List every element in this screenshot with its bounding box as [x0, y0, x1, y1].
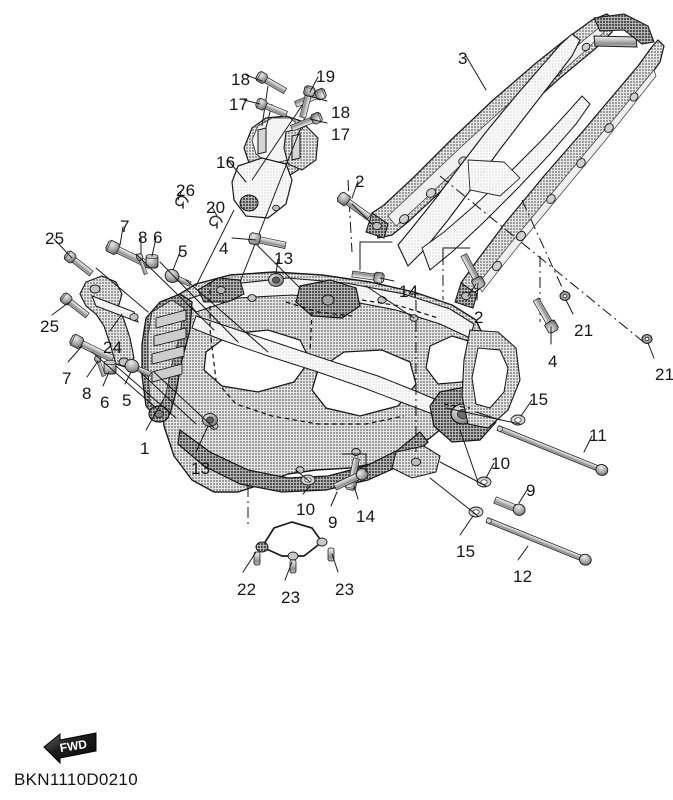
center-alignment-lines — [247, 175, 647, 528]
callout-11[interactable]: 11 — [589, 426, 608, 445]
callout-25a[interactable]: 25 — [45, 229, 65, 248]
wire-harness-guide-fittings — [253, 537, 335, 574]
callout-6b[interactable]: 6 — [100, 393, 110, 412]
callout-14b[interactable]: 14 — [356, 507, 376, 526]
callout-4b[interactable]: 4 — [548, 352, 558, 371]
leader-lines — [51, 55, 655, 581]
callout-10a[interactable]: 10 — [296, 500, 316, 519]
wire-harness-guide-artwork — [261, 521, 323, 557]
callout-2a[interactable]: 2 — [355, 172, 365, 191]
callout-12[interactable]: 12 — [513, 567, 533, 586]
callout-15a[interactable]: 15 — [529, 390, 549, 409]
hidden-edge-lines — [209, 282, 471, 425]
rear-subframe-artwork — [365, 13, 665, 309]
callout-26[interactable]: 26 — [176, 181, 196, 200]
callout-5b[interactable]: 5 — [122, 391, 132, 410]
callout-21a[interactable]: 21 — [574, 321, 594, 340]
callout-17a[interactable]: 17 — [229, 95, 249, 114]
callout-7b[interactable]: 7 — [62, 369, 72, 388]
callout-15b[interactable]: 15 — [456, 542, 476, 561]
fwd-direction-badge: FWD — [40, 729, 102, 765]
callout-10b[interactable]: 10 — [491, 454, 511, 473]
callout-25b[interactable]: 25 — [40, 317, 60, 336]
callout-13a[interactable]: 13 — [274, 249, 294, 268]
callout-18a[interactable]: 18 — [231, 70, 251, 89]
callout-2b[interactable]: 2 — [474, 308, 484, 327]
callout-23a[interactable]: 23 — [281, 588, 301, 607]
callout-21b[interactable]: 21 — [655, 365, 673, 384]
callout-16[interactable]: 16 — [216, 153, 236, 172]
callout-23b[interactable]: 23 — [335, 580, 355, 599]
callout-13b[interactable]: 13 — [191, 459, 211, 478]
callout-1[interactable]: 1 — [140, 439, 150, 458]
callout-9b[interactable]: 9 — [526, 481, 536, 500]
callout-3[interactable]: 3 — [458, 49, 468, 68]
callout-24[interactable]: 24 — [103, 338, 123, 357]
callout-8a[interactable]: 8 — [138, 228, 148, 247]
hardware-artwork — [58, 70, 653, 566]
fwd-label: FWD — [59, 737, 89, 755]
callout-19[interactable]: 19 — [316, 67, 336, 86]
callout-7a[interactable]: 7 — [120, 217, 130, 236]
arrow-left-icon: FWD — [43, 732, 97, 765]
callout-4a[interactable]: 4 — [219, 239, 229, 258]
callout-8b[interactable]: 8 — [82, 384, 92, 403]
callout-5a[interactable]: 5 — [178, 242, 188, 261]
callout-14a[interactable]: 14 — [399, 282, 419, 301]
callout-6a[interactable]: 6 — [153, 228, 163, 247]
callout-22[interactable]: 22 — [237, 580, 257, 599]
engine-bracket-artwork — [195, 85, 319, 287]
callout-17b[interactable]: 17 — [331, 125, 351, 144]
callout-9a[interactable]: 9 — [328, 513, 338, 532]
callout-20[interactable]: 20 — [206, 198, 226, 217]
callout-18b[interactable]: 18 — [331, 103, 351, 122]
drawing-part-number: BKN1110D0210 — [14, 770, 138, 789]
